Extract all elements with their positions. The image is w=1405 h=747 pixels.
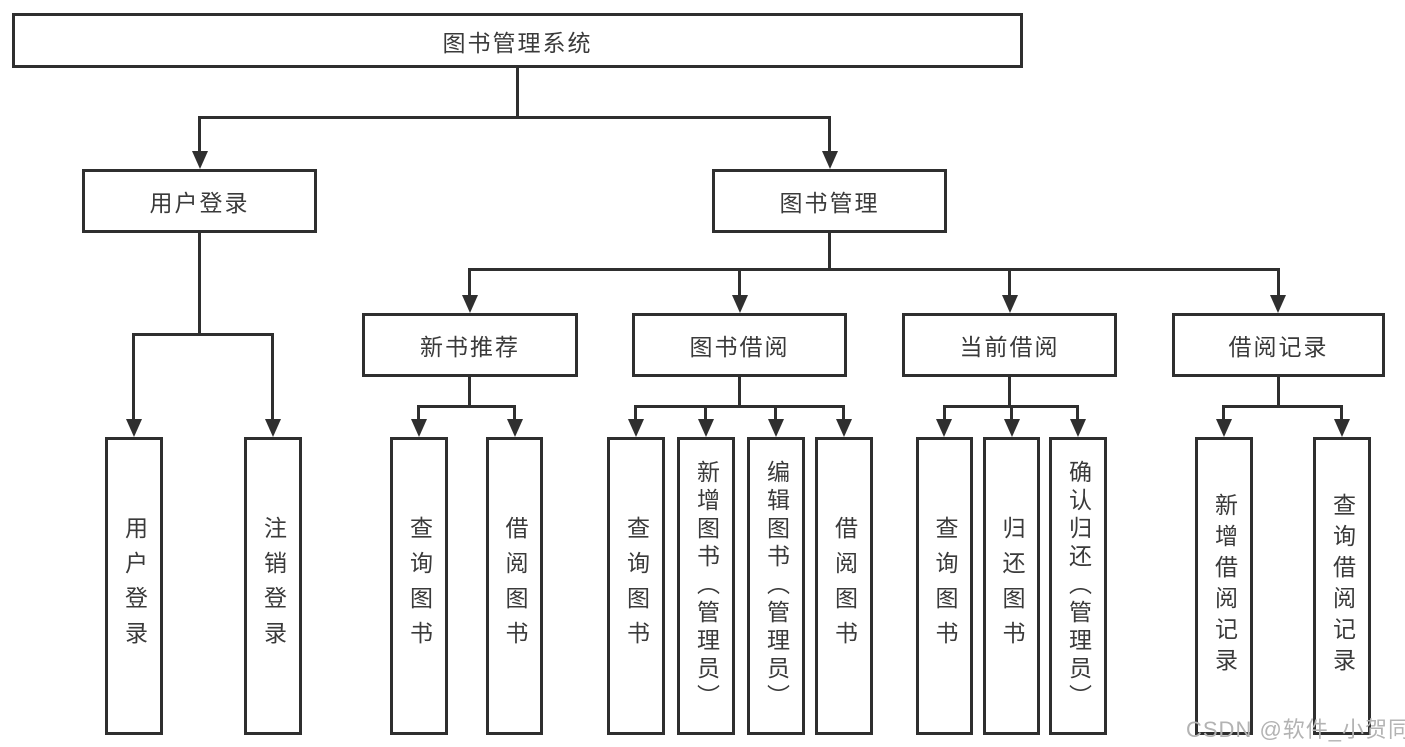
leaf-newbook-borrow-books-label: 借阅图书 bbox=[502, 516, 528, 656]
connector-leaf bbox=[634, 405, 637, 419]
node-user-login-label: 用户登录 bbox=[149, 190, 250, 216]
connector-leaf bbox=[1222, 405, 1225, 419]
leaf-newbook-query-books: 查询图书 bbox=[390, 437, 448, 735]
leaf-query-borrow-record: 查询借阅记录 bbox=[1313, 437, 1371, 735]
arrow-down-icon bbox=[1070, 419, 1086, 437]
arrow-down-icon bbox=[836, 419, 852, 437]
leaf-return-books: 归还图书 bbox=[983, 437, 1040, 735]
leaf-logout-label: 注销登录 bbox=[260, 516, 287, 656]
connector-leaf bbox=[842, 405, 845, 419]
leaf-borrow-query-books: 查询图书 bbox=[607, 437, 665, 735]
connector-to-book-mgmt bbox=[828, 116, 831, 153]
connector-current-borrow-stem bbox=[1008, 377, 1011, 408]
leaf-logout: 注销登录 bbox=[244, 437, 302, 735]
node-new-book-recommend-label: 新书推荐 bbox=[420, 334, 520, 360]
arrow-down-icon bbox=[732, 295, 748, 313]
leaf-user-login-label: 用户登录 bbox=[121, 516, 148, 656]
connector-root-hbar bbox=[198, 116, 831, 119]
connector-user-login-stem bbox=[198, 233, 201, 335]
arrow-down-icon bbox=[126, 419, 142, 437]
node-book-management: 图书管理 bbox=[712, 169, 947, 233]
arrow-down-icon bbox=[628, 419, 644, 437]
arrow-down-icon bbox=[1004, 419, 1020, 437]
connector-leaf bbox=[1076, 405, 1079, 419]
connector-book-borrow-hbar bbox=[634, 405, 845, 408]
leaf-add-book-admin: 新增图书（管理员） bbox=[677, 437, 735, 735]
connector-leaf bbox=[943, 405, 946, 419]
connector-to-current-borrow bbox=[1008, 268, 1011, 295]
connector-borrow-records-stem bbox=[1277, 377, 1280, 408]
connector-borrow-records-hbar bbox=[1222, 405, 1343, 408]
connector-leaf bbox=[1010, 405, 1013, 419]
leaf-borrow-query-books-label: 查询图书 bbox=[623, 516, 650, 656]
arrow-down-icon bbox=[411, 419, 427, 437]
node-current-borrow: 当前借阅 bbox=[902, 313, 1117, 377]
node-borrow-records: 借阅记录 bbox=[1172, 313, 1385, 377]
arrow-down-icon bbox=[936, 419, 952, 437]
node-book-borrow-label: 图书借阅 bbox=[689, 334, 790, 360]
connector-new-book-hbar bbox=[417, 405, 516, 408]
leaf-newbook-query-books-label: 查询图书 bbox=[406, 516, 433, 656]
node-book-borrow: 图书借阅 bbox=[632, 313, 847, 377]
connector-leaf bbox=[1340, 405, 1343, 419]
leaf-query-borrow-record-label: 查询借阅记录 bbox=[1329, 493, 1356, 679]
arrow-down-icon bbox=[1334, 419, 1350, 437]
csdn-watermark: CSDN @软件_小贺同学 bbox=[1186, 717, 1405, 742]
leaf-edit-book-admin-label: 编辑图书（管理员） bbox=[763, 460, 790, 712]
arrow-down-icon bbox=[698, 419, 714, 437]
arrow-down-icon bbox=[265, 419, 281, 437]
connector-leaf bbox=[774, 405, 777, 419]
connector-leaf bbox=[704, 405, 707, 419]
arrow-down-icon bbox=[768, 419, 784, 437]
leaf-return-books-label: 归还图书 bbox=[999, 516, 1025, 656]
connector-book-mgmt-hbar bbox=[468, 268, 1280, 271]
leaf-newbook-borrow-books: 借阅图书 bbox=[486, 437, 543, 735]
connector-to-borrow-records bbox=[1277, 268, 1280, 295]
leaf-add-borrow-record: 新增借阅记录 bbox=[1195, 437, 1253, 735]
connector-to-user-login bbox=[198, 116, 201, 153]
connector-leaf bbox=[417, 405, 420, 419]
node-book-management-label: 图书管理 bbox=[779, 190, 880, 216]
node-borrow-records-label: 借阅记录 bbox=[1228, 334, 1329, 360]
leaf-add-borrow-record-label: 新增借阅记录 bbox=[1211, 493, 1238, 679]
node-current-borrow-label: 当前借阅 bbox=[959, 334, 1060, 360]
arrow-down-icon bbox=[1270, 295, 1286, 313]
leaf-borrow-book-label: 借阅图书 bbox=[831, 516, 858, 656]
connector-root-stem bbox=[516, 68, 519, 118]
node-root-label: 图书管理系统 bbox=[442, 29, 593, 56]
connector-to-leaf-logout bbox=[271, 333, 274, 419]
leaf-edit-book-admin: 编辑图书（管理员） bbox=[747, 437, 805, 735]
connector-leaf bbox=[513, 405, 516, 419]
connector-to-leaf-login bbox=[132, 333, 135, 419]
arrow-down-icon bbox=[462, 295, 478, 313]
connector-book-mgmt-stem bbox=[828, 233, 831, 271]
leaf-current-query-books: 查询图书 bbox=[916, 437, 973, 735]
arrow-down-icon bbox=[1216, 419, 1232, 437]
arrow-down-icon bbox=[192, 151, 208, 169]
arrow-down-icon bbox=[822, 151, 838, 169]
leaf-confirm-return-admin-label: 确认归还（管理员） bbox=[1065, 460, 1092, 712]
leaf-confirm-return-admin: 确认归还（管理员） bbox=[1049, 437, 1107, 735]
leaf-borrow-book: 借阅图书 bbox=[815, 437, 873, 735]
node-root-system: 图书管理系统 bbox=[12, 13, 1023, 68]
leaf-user-login: 用户登录 bbox=[105, 437, 163, 735]
connector-new-book-stem bbox=[468, 377, 471, 408]
connector-book-borrow-stem bbox=[738, 377, 741, 408]
node-new-book-recommend: 新书推荐 bbox=[362, 313, 578, 377]
connector-user-login-hbar bbox=[132, 333, 274, 336]
connector-to-book-borrow bbox=[738, 268, 741, 295]
leaf-current-query-books-label: 查询图书 bbox=[932, 516, 958, 656]
arrow-down-icon bbox=[1002, 295, 1018, 313]
leaf-add-book-admin-label: 新增图书（管理员） bbox=[693, 460, 720, 712]
connector-to-new-book bbox=[468, 268, 471, 295]
node-user-login: 用户登录 bbox=[82, 169, 317, 233]
arrow-down-icon bbox=[507, 419, 523, 437]
